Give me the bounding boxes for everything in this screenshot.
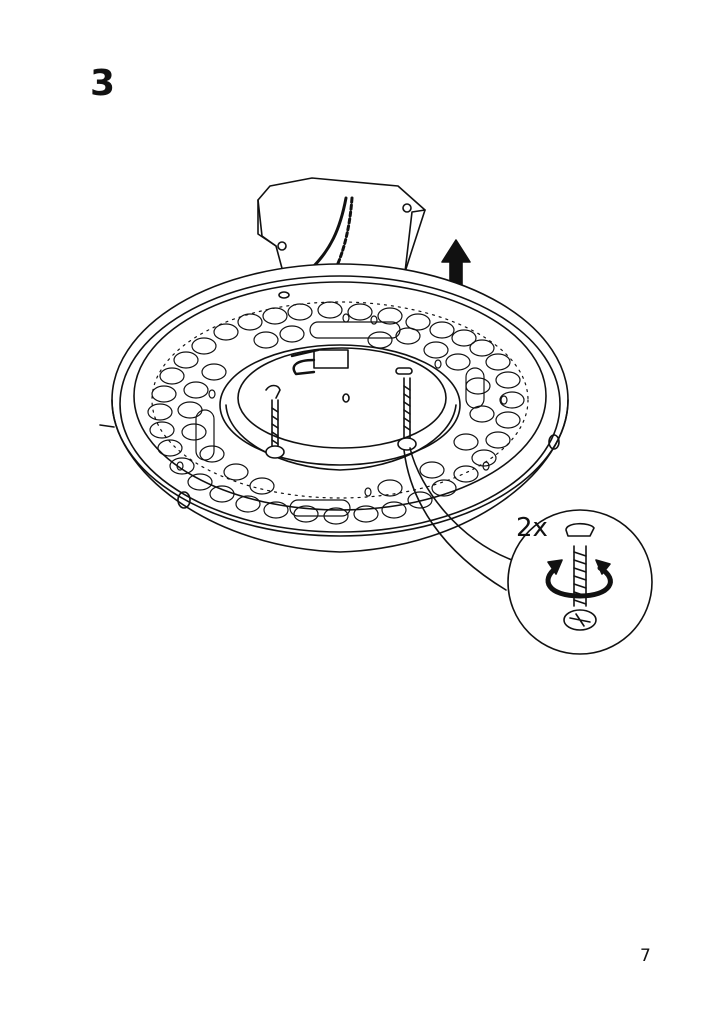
detail-circle [507, 509, 653, 655]
step-number: 3 [90, 63, 116, 104]
rotate-clockwise-icon [545, 559, 613, 599]
base-plate [219, 344, 461, 471]
ceiling-box [257, 177, 426, 273]
screw-right [397, 377, 417, 451]
page-number: 7 [640, 946, 651, 966]
quantity-label: 2x [516, 513, 548, 543]
led-ring [147, 301, 529, 525]
screw-left [265, 399, 285, 459]
